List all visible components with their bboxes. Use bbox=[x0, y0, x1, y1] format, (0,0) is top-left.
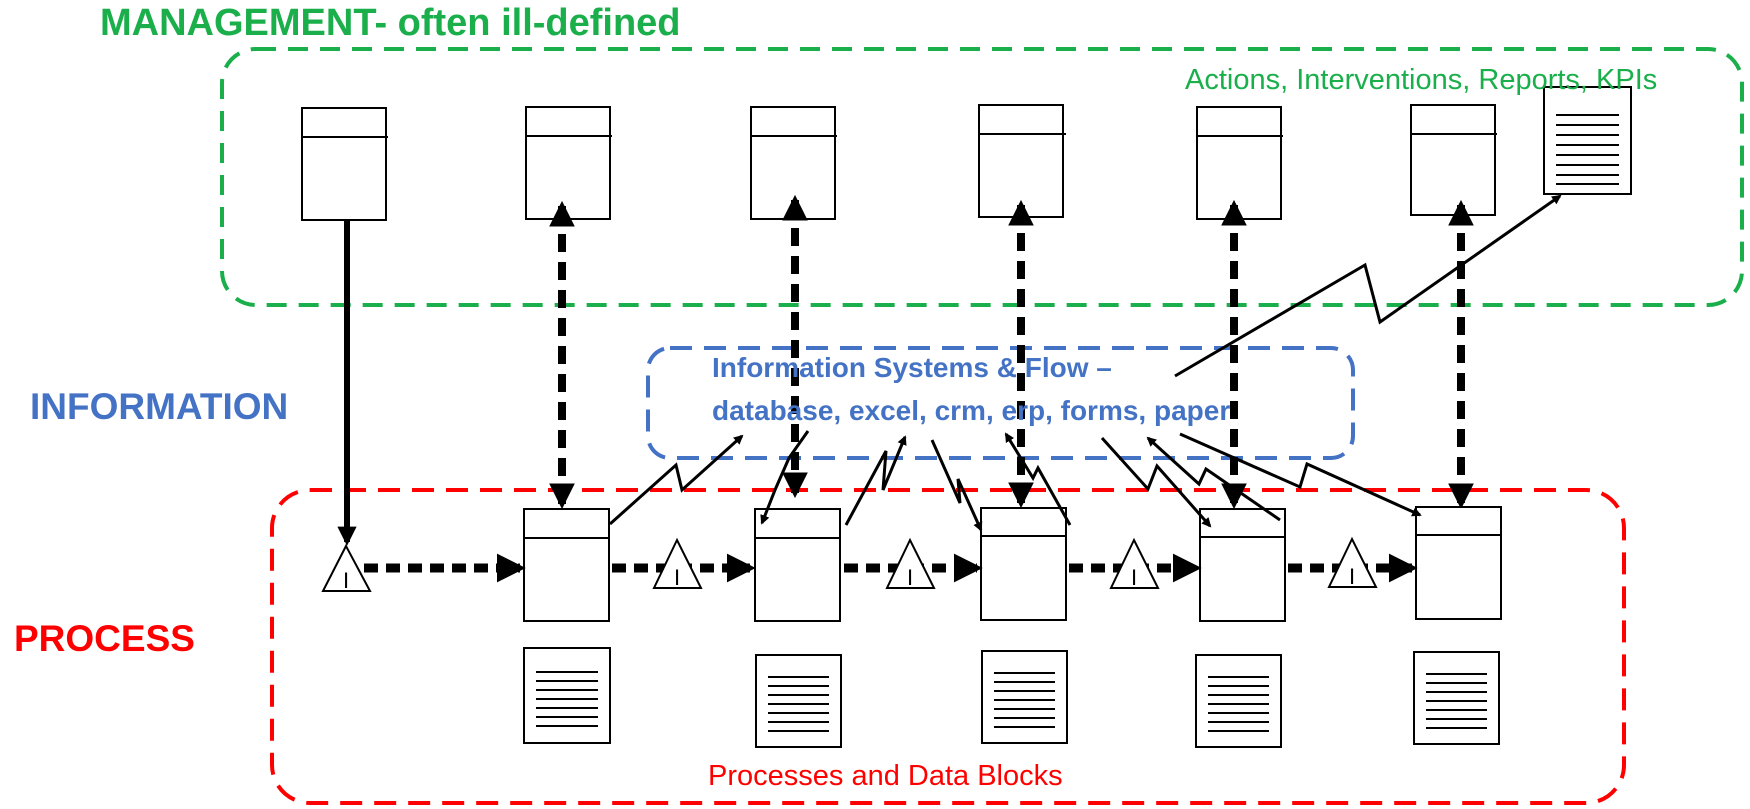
management-box bbox=[525, 106, 612, 220]
information-connectors bbox=[609, 194, 1562, 532]
svg-text:I: I bbox=[1349, 564, 1355, 589]
inventory-triangle-icon: I bbox=[1327, 536, 1378, 589]
process-box bbox=[1199, 508, 1286, 622]
information-system-sources: database, excel, crm, erp, forms, paper bbox=[712, 395, 1231, 426]
information-system-title: Information Systems & Flow – bbox=[712, 352, 1112, 383]
process-box bbox=[980, 507, 1067, 621]
information-region bbox=[646, 346, 1355, 460]
process-box bbox=[523, 508, 610, 622]
info-connector bbox=[1146, 436, 1281, 522]
process-label: PROCESS bbox=[14, 618, 195, 659]
process-boxes bbox=[523, 506, 1502, 622]
info-connector bbox=[760, 430, 810, 525]
inventory-triangle-icon: I bbox=[1109, 537, 1160, 590]
management-box bbox=[301, 107, 388, 221]
information-label: INFORMATION bbox=[30, 386, 289, 427]
document-icon bbox=[981, 650, 1068, 744]
svg-text:I: I bbox=[674, 565, 680, 590]
inventory-triangle-icon: I bbox=[652, 537, 703, 590]
info-connector bbox=[609, 434, 744, 526]
management-region bbox=[220, 47, 1744, 307]
inventory-triangle-icon: I bbox=[321, 543, 372, 593]
inventory-triangle-icon: I bbox=[885, 537, 936, 590]
info-connector bbox=[930, 439, 983, 532]
management-process-links bbox=[337, 194, 1474, 546]
management-title: MANAGEMENT- often ill-defined bbox=[100, 2, 681, 44]
management-box bbox=[1410, 104, 1497, 216]
management-box bbox=[1196, 106, 1283, 220]
document-icon bbox=[1413, 651, 1500, 745]
inventory-markers: I I I I I bbox=[321, 536, 1378, 593]
management-boxes bbox=[301, 104, 1497, 221]
svg-text:I: I bbox=[907, 565, 913, 590]
management-caption: Actions, Interventions, Reports, KPIs bbox=[1185, 64, 1658, 96]
document-icon bbox=[755, 654, 842, 748]
svg-text:I: I bbox=[343, 568, 349, 593]
document-icon bbox=[523, 647, 611, 744]
info-connector bbox=[1100, 436, 1212, 528]
info-connector bbox=[1004, 432, 1072, 526]
info-connector bbox=[844, 435, 907, 526]
management-box bbox=[978, 104, 1066, 218]
process-box bbox=[754, 508, 841, 622]
info-to-report-connector bbox=[1174, 194, 1562, 378]
document-icon bbox=[1543, 86, 1632, 195]
process-documents bbox=[523, 647, 1500, 748]
document-icon bbox=[1195, 654, 1282, 748]
info-connector bbox=[1179, 432, 1422, 517]
process-box bbox=[1415, 506, 1502, 620]
process-caption: Processes and Data Blocks bbox=[708, 760, 1063, 792]
svg-text:I: I bbox=[1131, 565, 1137, 590]
